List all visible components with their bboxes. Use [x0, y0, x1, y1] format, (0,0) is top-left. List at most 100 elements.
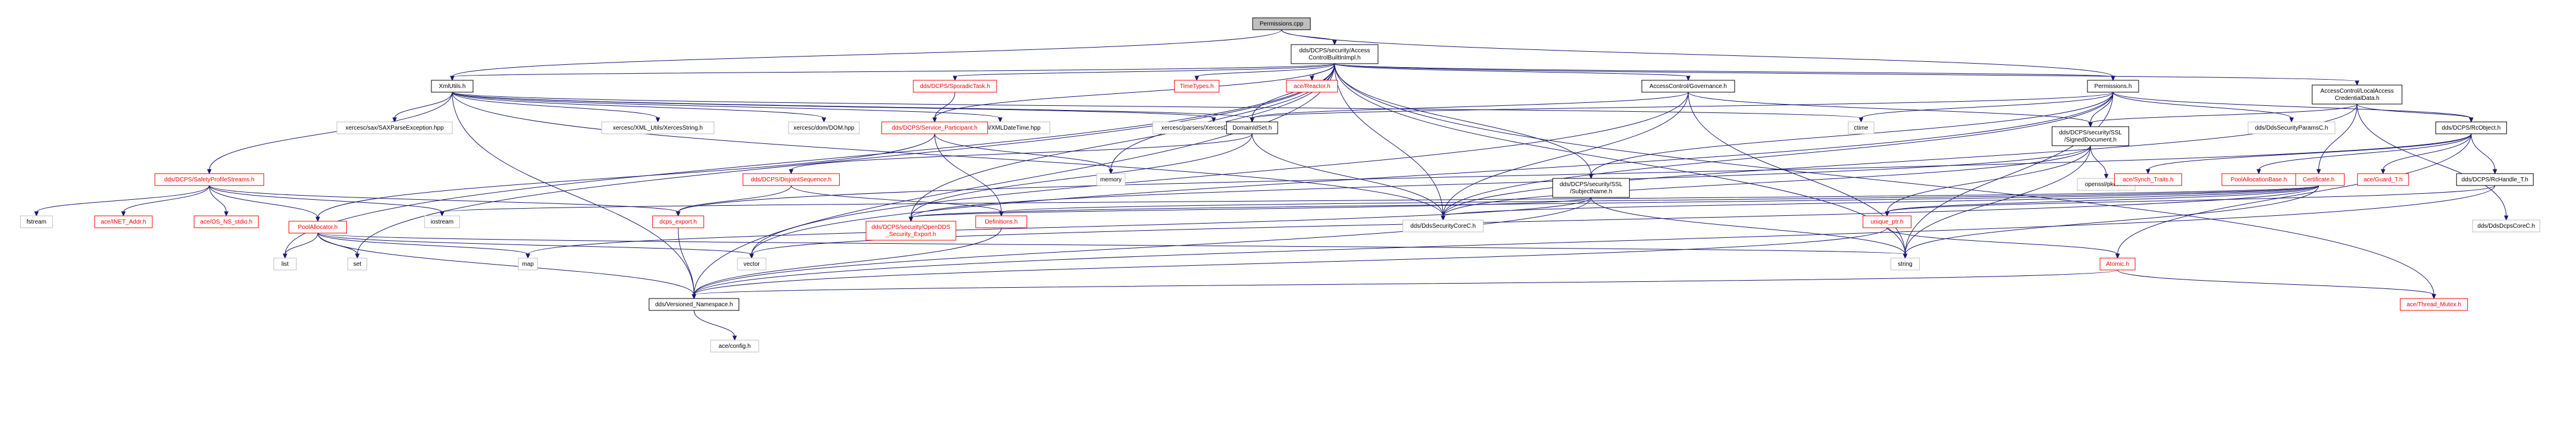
dependency-edge: [452, 92, 1444, 217]
edge-arrowhead: [2355, 80, 2359, 86]
dependency-edge: [693, 310, 735, 337]
edge-arrowhead: [691, 294, 697, 300]
dependency-edge: [317, 233, 694, 296]
graph-node-ace-reactor[interactable]: ace/Reactor.h: [1286, 80, 1338, 93]
graph-node-inetaddr[interactable]: ace/INET_Addr.h: [94, 215, 153, 228]
node-label: Permissions.h: [2095, 83, 2132, 90]
graph-node-permissions-cpp[interactable]: Permissions.cpp: [1252, 17, 1311, 30]
graph-node-governance[interactable]: AccessControl/Governance.h: [1641, 80, 1735, 93]
dependency-edge: [317, 233, 752, 255]
dependency-edge: [2383, 133, 2472, 171]
node-label: ace/INET_Addr.h: [101, 219, 146, 225]
node-label: TimeTypes.h: [1180, 83, 1214, 90]
graph-node-ddssecurityparams: dds/DdsSecurityParamsC.h: [2248, 121, 2336, 134]
node-box: [1403, 219, 1484, 233]
dependency-edge: [317, 133, 935, 218]
edge-arrowhead: [34, 211, 39, 217]
graph-node-acethreadmutex[interactable]: ace/Thread_Mutex.h: [2400, 298, 2468, 311]
edge-arrowhead: [932, 117, 937, 123]
graph-node-opendds-export[interactable]: dds/DCPS/security/OpenDDS_Security_Expor…: [865, 221, 956, 241]
graph-node-string: string: [1890, 257, 1920, 271]
graph-node-dcpsexport[interactable]: dcps_export.h: [652, 215, 705, 228]
node-box: [20, 215, 53, 228]
dependency-edge: [678, 185, 792, 213]
node-box: [1286, 80, 1338, 93]
edge-arrowhead: [2503, 215, 2509, 221]
graph-node-osnsstdio[interactable]: ace/OS_NS_stdio.h: [193, 215, 259, 228]
graph-node-domainidset[interactable]: DomainIdSet.h: [1226, 121, 1278, 134]
node-label: ace/Synch_Traits.h: [2123, 177, 2173, 183]
graph-node-rchandle[interactable]: dds/DCPS/RcHandle_T.h: [2456, 173, 2534, 186]
node-box: [431, 80, 474, 93]
node-box: [710, 340, 759, 353]
dependency-edge: [1886, 185, 2320, 213]
dependency-edge: [2148, 133, 2472, 171]
graph-node-localaccess[interactable]: AccessControl/LocalAccessCredentialData.…: [2312, 84, 2403, 105]
node-box: [881, 121, 988, 134]
node-box: [1174, 80, 1220, 93]
dependency-edge: [2356, 103, 2472, 119]
graph-node-acesynch[interactable]: ace/Synch_Traits.h: [2114, 173, 2182, 186]
graph-node-subjectname[interactable]: dds/DCPS/security/SSL/SubjectName.h: [1552, 178, 1630, 198]
node-box: [2248, 121, 2336, 134]
edge-arrowhead: [1885, 211, 1890, 217]
edge-arrowhead: [1902, 253, 1908, 259]
node-label: ctime: [1854, 125, 1868, 131]
node-label: _Security_Export.h: [885, 231, 937, 238]
dependency-edge: [1905, 185, 2320, 255]
graph-node-definitions[interactable]: Definitions.h: [975, 215, 1028, 228]
edge-arrowhead: [1332, 40, 1337, 46]
graph-node-poolallocator[interactable]: PoolAllocator.h: [289, 221, 348, 234]
node-box: [737, 257, 766, 271]
node-box: [865, 221, 956, 241]
dependency-edge: [1591, 92, 2114, 175]
graph-node-sporadic[interactable]: dds/DCPS/SporadicTask.h: [913, 80, 997, 93]
graph-node-permissions-h[interactable]: Permissions.h: [2087, 80, 2139, 93]
dependency-edge: [1861, 92, 2114, 119]
graph-node-xmlutils-xerces: xercesc/XML_Utils/XercesString.h: [601, 121, 715, 134]
dependency-edge: [356, 63, 1335, 255]
node-label: openssl/pkcs7.h: [2085, 181, 2128, 188]
edge-arrowhead: [2289, 117, 2294, 123]
edge-arrowhead: [440, 211, 445, 217]
dependency-edge: [678, 133, 2472, 213]
graph-node-versioned-ns[interactable]: dds/Versioned_Namespace.h: [649, 298, 740, 311]
dependency-edge: [452, 29, 1282, 77]
edge-arrowhead: [1194, 76, 1199, 81]
dependency-edge: [123, 185, 210, 213]
edge-arrowhead: [1686, 76, 1691, 81]
graph-node-atomic[interactable]: Atomic.h: [2099, 257, 2136, 271]
dependency-edge: [2318, 103, 2358, 171]
graph-node-certificate[interactable]: Certificate.h: [2293, 173, 2345, 186]
graph-node-rcobject[interactable]: dds/DCPS/RcObject.h: [2435, 121, 2507, 134]
graph-node-safetyprofile[interactable]: dds/DCPS/SafetyProfileStreams.h: [154, 173, 264, 186]
graph-node-signeddocument[interactable]: dds/DCPS/security/SSL/SignedDocument.h: [2052, 126, 2130, 146]
edge-arrowhead: [1310, 76, 1314, 81]
graph-node-aceguard[interactable]: ace/Guard_T.h: [2357, 173, 2409, 186]
graph-node-uniqueptr[interactable]: unique_ptr.h: [1863, 215, 1912, 228]
edge-arrowhead: [283, 253, 287, 259]
node-box: [1890, 257, 1920, 271]
node-label: xercesc/sax/SAXParseException.hpp: [346, 125, 445, 131]
edge-arrowhead: [392, 117, 397, 123]
graph-node-timetypes[interactable]: TimeTypes.h: [1174, 80, 1220, 93]
graph-node-disjoint[interactable]: dds/DCPS/DisjointSequence.h: [743, 173, 840, 186]
edge-arrowhead: [2256, 169, 2261, 175]
dependency-edge: [209, 185, 318, 218]
graph-node-service-participant[interactable]: dds/DCPS/Service_Participant.h: [881, 121, 988, 134]
dependency-edge: [934, 133, 1002, 213]
node-label: Definitions.h: [985, 219, 1018, 225]
node-label: dds/DCPS/security/Access: [1299, 48, 1370, 54]
node-label: dds/DCPS/security/SSL: [1560, 181, 1623, 188]
graph-node-poolallocbase[interactable]: PoolAllocationBase.h: [2221, 173, 2296, 186]
dependency-edge: [1688, 92, 2091, 124]
edge-arrowhead: [1211, 117, 1216, 123]
dependency-edge: [1251, 92, 1689, 119]
edge-arrowhead: [1109, 169, 1113, 175]
dependency-edge: [693, 63, 1335, 296]
graph-node-xmlutils[interactable]: XmlUtils.h: [431, 80, 474, 93]
node-box: [788, 121, 860, 134]
dependency-edge: [2090, 145, 2107, 175]
graph-node-access-control[interactable]: dds/DCPS/security/AccessControlBuiltInIm…: [1291, 44, 1379, 64]
dependency-edge: [693, 197, 1592, 296]
